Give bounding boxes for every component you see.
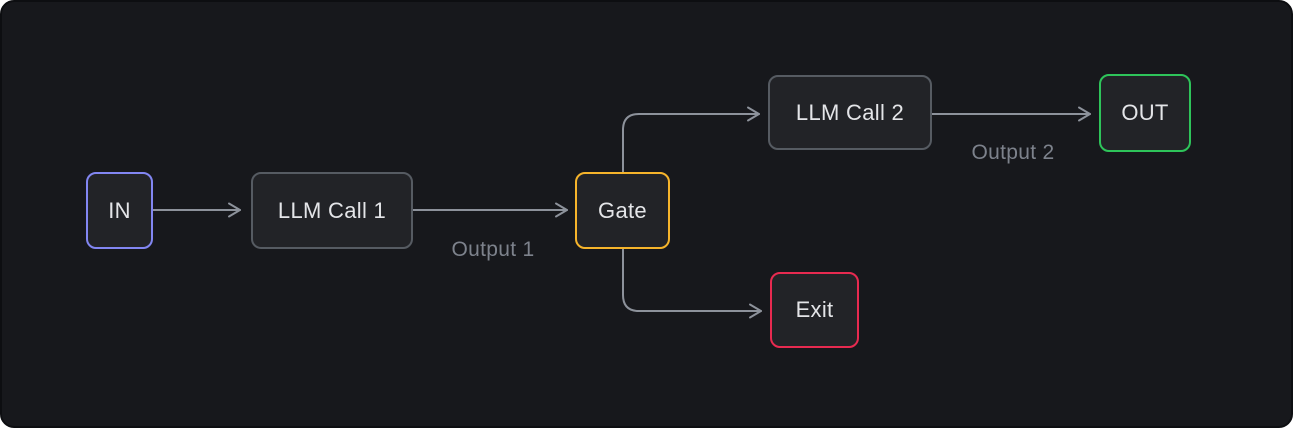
node-llm-call-1-label: LLM Call 1 xyxy=(277,197,387,223)
node-in[interactable]: IN xyxy=(86,172,153,249)
node-in-label: IN xyxy=(108,197,131,223)
node-gate[interactable]: Gate xyxy=(575,172,670,249)
node-out-label: OUT xyxy=(1121,100,1169,125)
node-exit[interactable]: Exit xyxy=(770,272,859,348)
edge-gate-exit xyxy=(622,248,762,319)
node-llm-call-2[interactable]: LLM Call 2 xyxy=(768,75,932,150)
edge-label-output-2: Output 2 xyxy=(971,141,1055,164)
edge-label-output-1: Output 1 xyxy=(451,238,535,261)
node-llm-call-2-label: LLM Call 2 xyxy=(795,99,905,125)
node-out[interactable]: OUT xyxy=(1099,74,1191,152)
edge-gate-llm2 xyxy=(622,106,760,173)
node-llm-call-1[interactable]: LLM Call 1 xyxy=(251,172,413,249)
node-gate-label: Gate xyxy=(598,197,647,223)
node-exit-label: Exit xyxy=(795,297,834,322)
